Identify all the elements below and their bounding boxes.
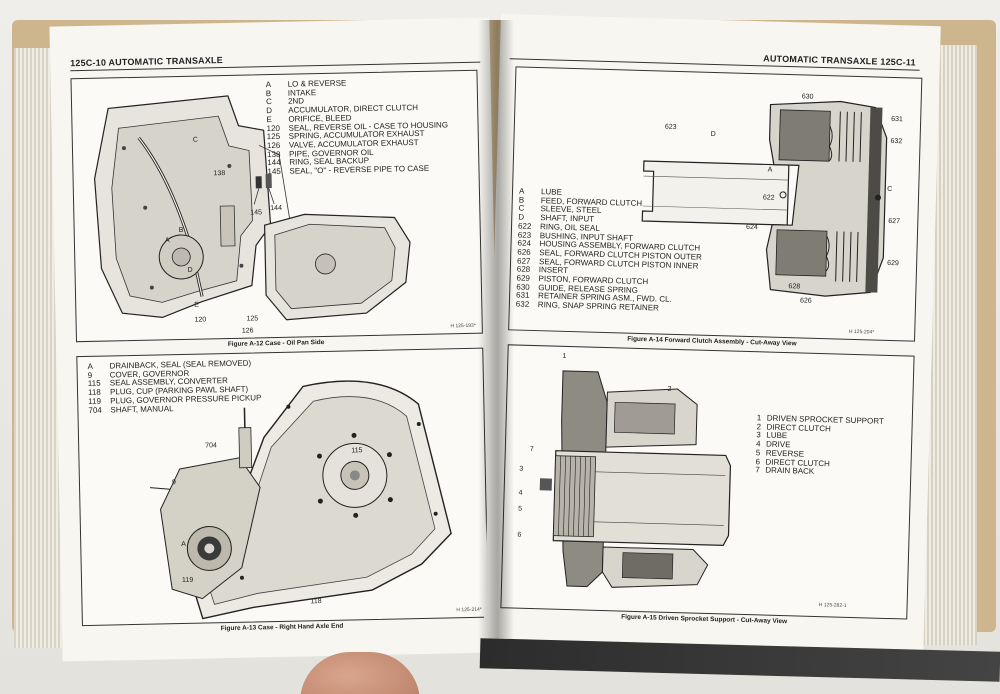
- callout-120: 120: [194, 316, 207, 324]
- callout-627: 627: [888, 217, 901, 226]
- callout-a-13: A: [181, 540, 187, 549]
- case-oil-pan-flange-drawing: [263, 213, 411, 321]
- callout-6: 6: [517, 531, 522, 539]
- callout-623: 623: [664, 123, 677, 131]
- callout-d: D: [187, 266, 193, 274]
- case-oil-pan-drawing: [93, 95, 292, 318]
- callout-2: 2: [667, 385, 672, 393]
- callout-b: B: [178, 226, 184, 235]
- callout-9: 9: [171, 479, 176, 487]
- callout-630: 630: [801, 93, 814, 101]
- book-gutter-shadow: [478, 20, 514, 660]
- callout-118: 118: [310, 598, 322, 606]
- callout-4: 4: [518, 489, 523, 497]
- callout-144: 144: [270, 204, 283, 213]
- left-page-header: 125C-10 AUTOMATIC TRANSAXLE: [70, 55, 224, 69]
- callout-d-14: D: [710, 130, 716, 139]
- pipe-and-seal-detail: [253, 174, 275, 205]
- callout-632: 632: [890, 137, 903, 146]
- callout-631: 631: [891, 115, 903, 124]
- callout-7: 7: [529, 445, 534, 454]
- callout-c: C: [192, 136, 198, 144]
- callout-c-14: C: [887, 185, 893, 193]
- callout-628: 628: [788, 283, 801, 291]
- callout-1: 1: [562, 352, 567, 360]
- case-axle-end-drawing: [150, 380, 452, 620]
- driven-sprocket-support-drawing: [539, 370, 732, 588]
- callout-119: 119: [181, 576, 194, 585]
- callout-a-14: A: [767, 166, 773, 174]
- left-page: 125C-10 AUTOMATIC TRANSAXLE: [49, 17, 503, 662]
- callout-126: 126: [241, 327, 254, 335]
- callout-a: A: [164, 237, 170, 245]
- callout-125: 125: [246, 315, 259, 323]
- forward-clutch-cutaway-drawing: [641, 100, 888, 297]
- figure-a12-code: H 125-193*: [450, 322, 476, 330]
- callout-e: E: [194, 301, 200, 309]
- callout-624: 624: [746, 223, 758, 232]
- callout-145: 145: [250, 209, 263, 217]
- callout-622: 622: [762, 194, 775, 202]
- callout-3: 3: [519, 465, 524, 473]
- figure-a15-code: H 125-282-1: [818, 602, 847, 609]
- figure-a14-panel: 630 631 632 623 D A 622 C 624 627 629 62…: [508, 66, 923, 342]
- callout-629: 629: [887, 259, 899, 268]
- callout-704: 704: [205, 442, 217, 450]
- figure-a14-code: H 125-204*: [848, 328, 875, 336]
- callout-626: 626: [799, 297, 812, 305]
- callout-115: 115: [351, 447, 363, 455]
- callout-5: 5: [518, 505, 523, 513]
- right-page: AUTOMATIC TRANSAXLE 125C-11: [483, 13, 941, 663]
- callout-138: 138: [213, 170, 226, 178]
